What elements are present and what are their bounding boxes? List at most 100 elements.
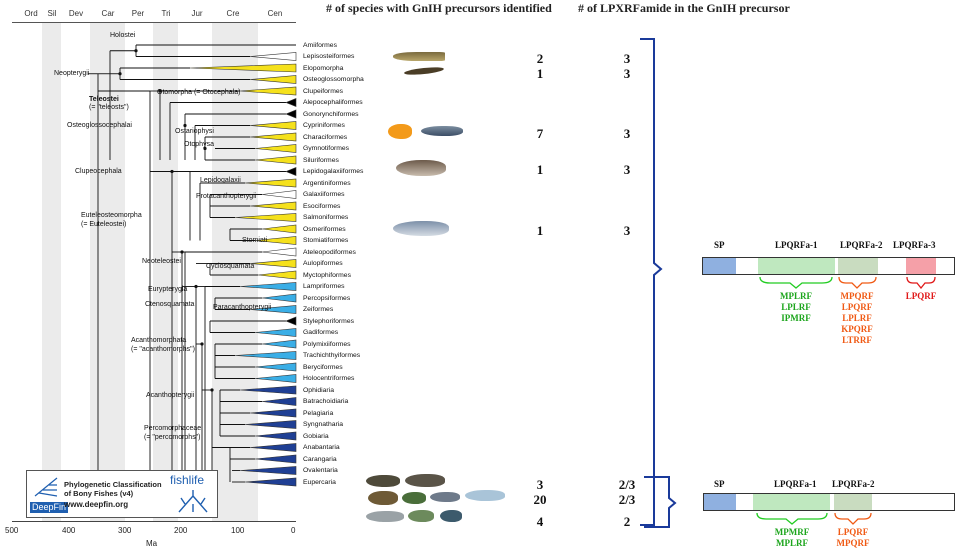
taxon-label: Syngnatharia — [303, 421, 344, 428]
motif-count: 2/3 — [618, 492, 636, 507]
taxon-label: Beryciformes — [303, 363, 343, 371]
tree-node — [180, 250, 184, 254]
fish-illustration-salmon — [393, 221, 449, 236]
clade-label-teleostei: Teleostei — [89, 96, 119, 104]
tree-node — [194, 284, 198, 289]
taxon-label: Amiiformes — [303, 41, 337, 49]
clade-triangle — [249, 201, 297, 211]
clade-label-eurypterygia: Eurypterygia — [148, 286, 188, 293]
clade-triangle — [261, 293, 297, 303]
taxon-label: Esociformes — [303, 202, 341, 210]
time-axis-tick: 300 — [118, 526, 132, 535]
taxon-label: Aulopiformes — [303, 260, 343, 267]
band-carboniferous — [90, 22, 125, 521]
tree-node — [210, 388, 214, 392]
taxon-label: Gadiformes — [303, 329, 339, 336]
time-axis-tick: 100 — [231, 526, 245, 535]
clade-label-neoteleostei: Neoteleostei — [142, 258, 181, 265]
taxon-label: Ovalentaria — [303, 467, 338, 474]
clade-triangle — [254, 155, 297, 165]
motif-count: 3 — [623, 126, 631, 141]
domain-label: LPQRFa-2 — [832, 479, 875, 489]
fish-illustration-zebrafish — [421, 126, 463, 136]
clade-triangle — [249, 75, 297, 84]
era-label: Per — [131, 9, 145, 18]
domain-label: SP — [714, 479, 725, 489]
clade-label-acanthomorphata-alt: (= "acanthomorphs") — [131, 346, 195, 353]
species-count: 1 — [536, 223, 544, 238]
taxon-label: Stomiatiformes — [303, 237, 349, 244]
domain-label: LPQRFa-1 — [775, 240, 818, 250]
taxon-label: Salmoniformes — [303, 214, 349, 221]
species-count: 4 — [536, 514, 544, 529]
clade-triangle — [244, 420, 297, 429]
precursor-diagram-upper: SP LPQRFa-1 LPQRFa-2 LPQRFa-3 MPLRF LPLR… — [700, 235, 957, 355]
tree-node — [134, 49, 138, 53]
motif-braces-lower — [756, 512, 872, 525]
taxon-label: Carangaria — [303, 455, 337, 463]
taxon-label: Myctophiformes — [303, 271, 351, 279]
clade-label-stomiati: Stomiati — [242, 237, 268, 244]
motif-count: 3 — [623, 66, 631, 81]
motif-list-lpqrfa-1: MPMRF MPLRF — [772, 527, 812, 549]
timescale-top-rule — [12, 22, 296, 23]
fishlife-tree-glyph — [178, 490, 208, 513]
clade-label-teleostei-alt: (= "teleosts") — [89, 104, 129, 111]
time-axis-tick: 0 — [291, 526, 296, 535]
taxon-label: Ophidiaria — [303, 386, 334, 394]
time-axis-tick: 400 — [62, 526, 76, 535]
fish-illustration-carangaria-1 — [366, 475, 400, 487]
motif-sequence: LPQRF — [841, 302, 873, 312]
clade-triangle — [244, 477, 297, 487]
clade-triangle — [239, 282, 297, 291]
taxon-label: Lampriformes — [303, 283, 345, 290]
clade-triangle — [249, 121, 297, 130]
brace-lpqrfa-2 — [838, 276, 877, 289]
band-cretaceous — [212, 22, 258, 521]
geologic-timescale: Ord Sil Dev Car Per Tri Jur Cre Cen — [0, 0, 300, 525]
taxon-label: Lepisosteiformes — [303, 53, 355, 60]
clade-label-acanthopterygii: Acanthopterygii — [146, 392, 195, 399]
clade-triangle — [261, 397, 297, 406]
clade-label-ctenosquamata: Ctenosquamata — [145, 301, 195, 308]
clade-label-euteleosteomorpha-alt: (= Euteleostei) — [81, 221, 127, 228]
motif-sequence: KPQRF — [841, 324, 873, 334]
clade-label-protacanthopterygii: Protacanthopterygii — [196, 193, 257, 200]
fish-illustration-ovalentaria-2 — [402, 492, 426, 504]
clade-triangle — [261, 190, 297, 199]
lpqrfa-2-segment — [834, 494, 872, 510]
taxon-label: Zeiformes — [303, 306, 334, 313]
species-count: 3 — [536, 477, 544, 492]
clade-triangle — [254, 236, 297, 245]
fish-illustration-eupercaria-1 — [366, 511, 404, 522]
species-count: 1 — [536, 162, 544, 177]
clade-triangle — [234, 351, 297, 360]
brace-lpqrfa-1 — [756, 512, 828, 525]
clade-triangle — [254, 374, 297, 383]
clade-triangle — [249, 132, 297, 142]
era-label: Cen — [267, 9, 283, 18]
clade-label-teleostei-name: Teleostei — [89, 96, 119, 103]
clade-triangle — [285, 109, 297, 119]
time-axis-unit: Ma — [146, 539, 158, 548]
domain-label: LPQRFa-3 — [893, 240, 936, 250]
clade-triangle — [239, 466, 297, 475]
taxon-label: Osteoglossomorpha — [303, 76, 364, 83]
precursor-diagram-lower: SP LPQRFa-1 LPQRFa-2 MPMRF MPLRF LPQRF M… — [700, 475, 957, 556]
logo-url[interactable]: www.deepfin.org — [64, 500, 129, 509]
clade-triangle — [254, 144, 297, 153]
fish-illustration-goldfish — [388, 124, 412, 139]
species-count: 2 — [536, 51, 544, 66]
clade-label-euteleosteomorpha: Euteleosteomorpha — [81, 212, 142, 219]
species-count: 1 — [536, 66, 544, 81]
tree-node — [200, 342, 204, 346]
taxon-label: Clupeiformes — [303, 87, 344, 95]
signal-peptide-segment — [703, 258, 736, 274]
deepfin-tree-icon — [33, 476, 59, 498]
clade-triangle — [249, 443, 297, 452]
era-label: Jur — [191, 9, 203, 18]
taxon-label: Osmeriformes — [303, 225, 346, 233]
band-silurian — [42, 22, 61, 521]
fish-illustration-catfish — [396, 160, 446, 176]
clade-triangle — [254, 328, 297, 337]
